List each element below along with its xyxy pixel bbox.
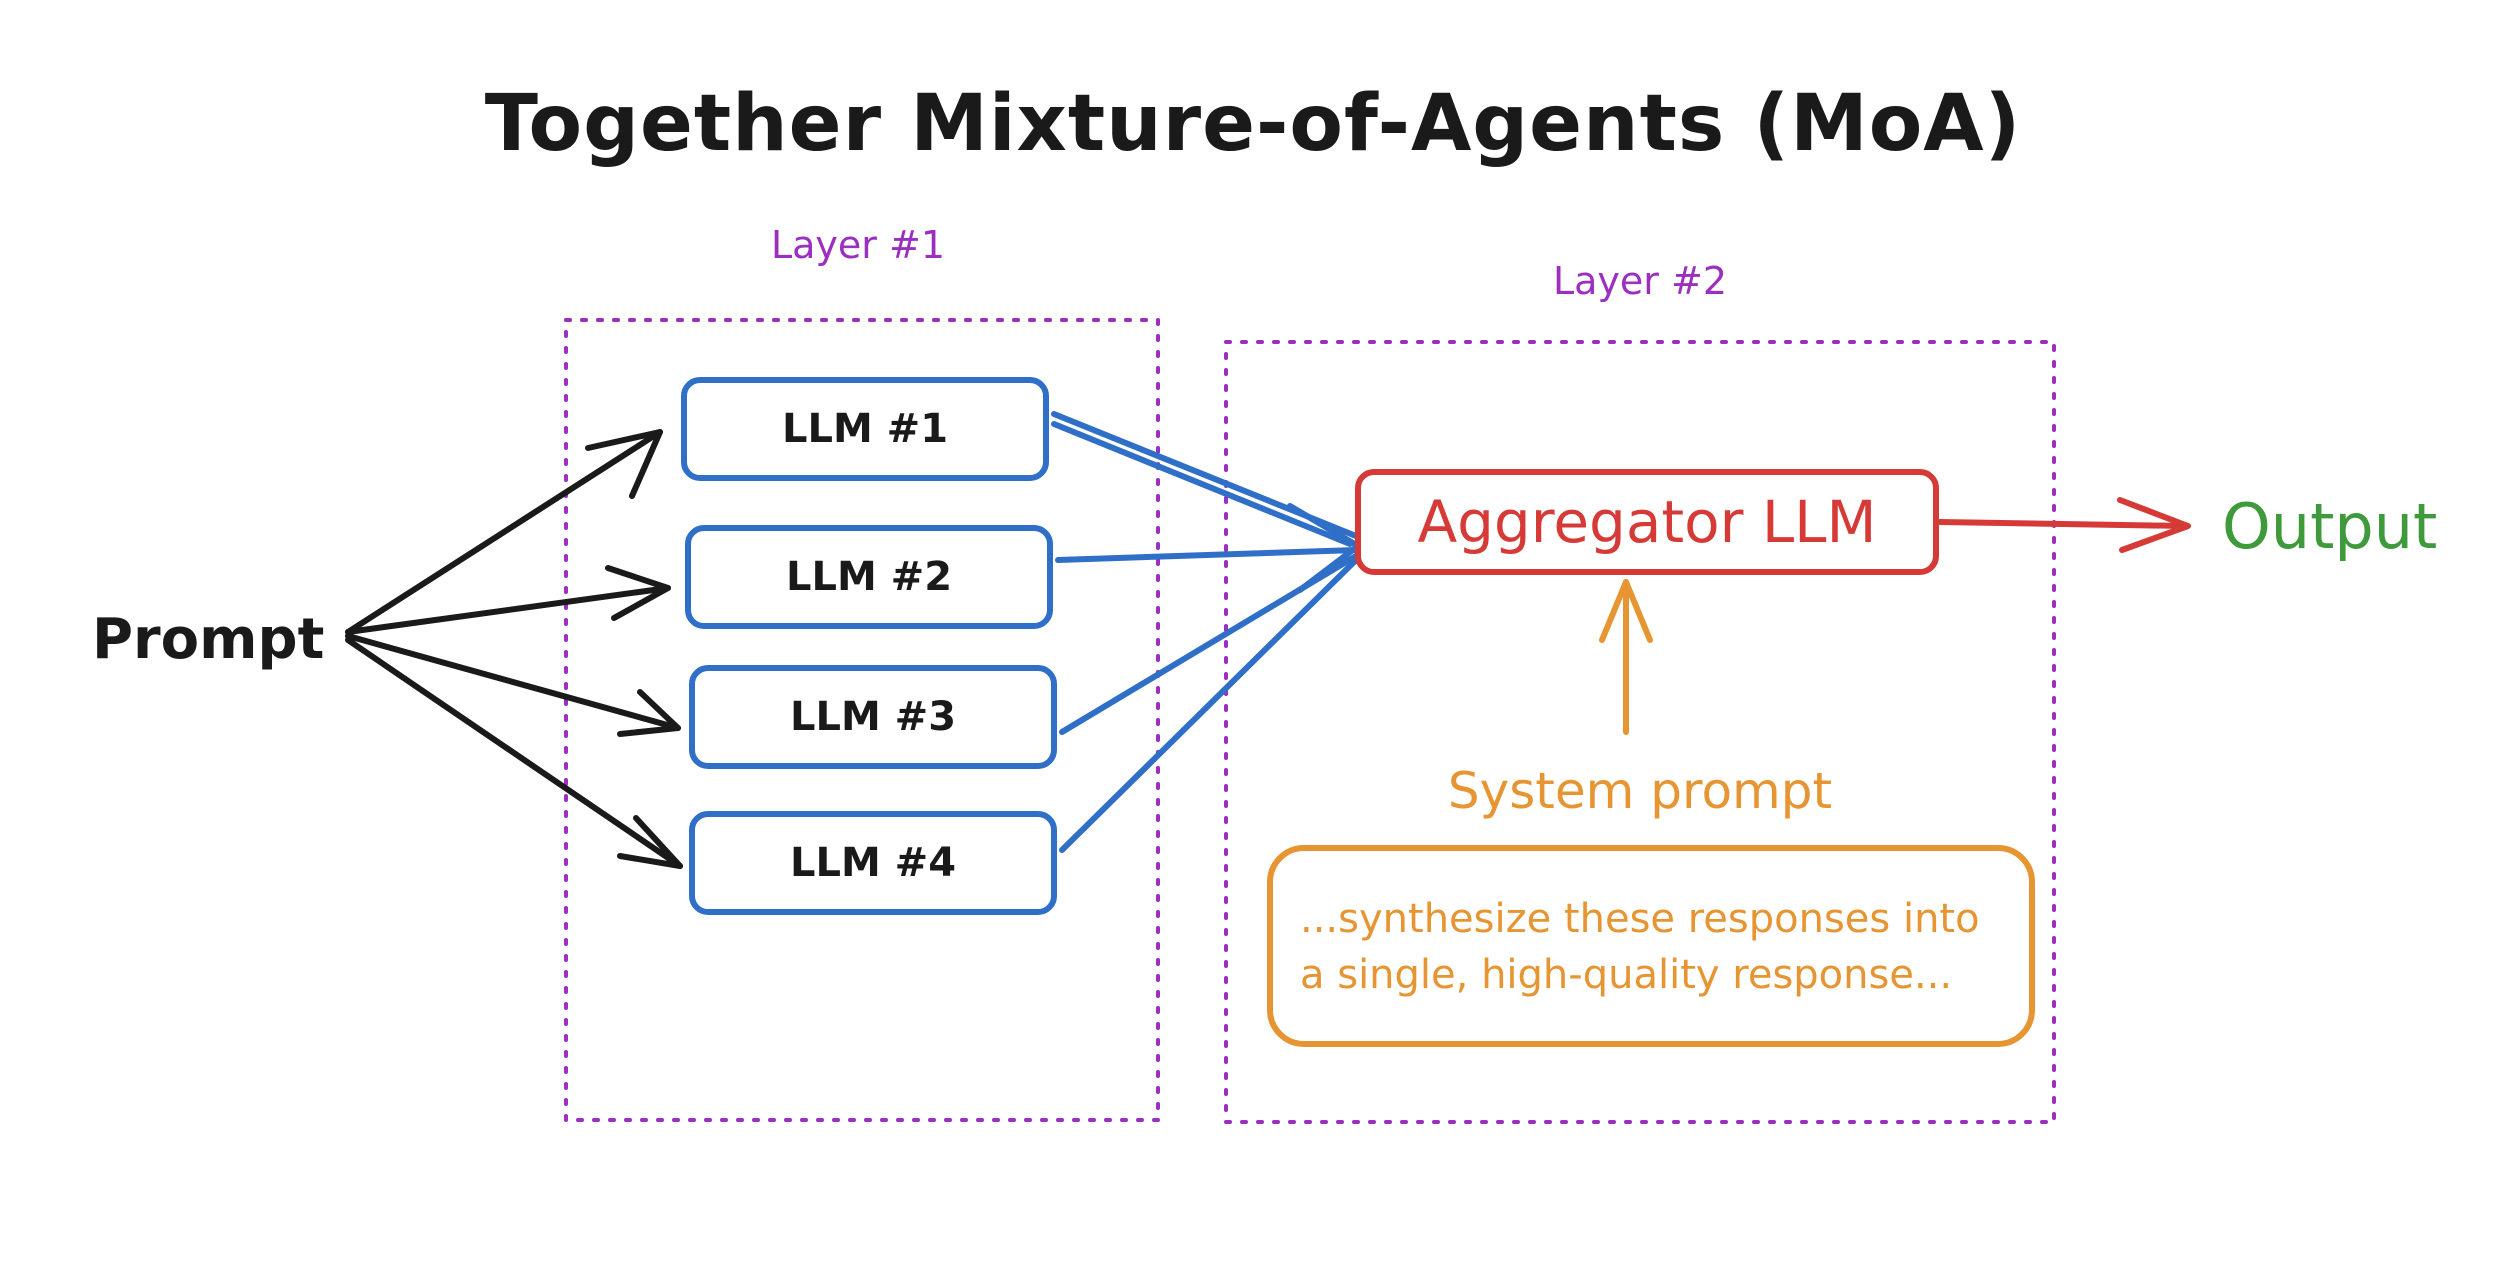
output-label: Output bbox=[2222, 490, 2437, 563]
llm-2-label: LLM #2 bbox=[786, 554, 952, 600]
system-prompt-box: ...synthesize these responses into a sin… bbox=[1267, 845, 2035, 1047]
prompt-label: Prompt bbox=[92, 607, 324, 672]
llm-4-label: LLM #4 bbox=[790, 840, 956, 886]
prompt-to-llm4-arrow bbox=[345, 637, 683, 869]
llm1-to-aggregator-arrow bbox=[1051, 411, 1359, 547]
llm2-to-aggregator-arrow bbox=[1055, 547, 1359, 563]
layer-1-container bbox=[564, 318, 1160, 1122]
prompt-arrows bbox=[345, 429, 683, 869]
prompt-to-llm1-arrow bbox=[345, 429, 663, 635]
layer-1-label: Layer #1 bbox=[771, 223, 945, 267]
prompt-to-llm2-arrow bbox=[345, 565, 671, 635]
aggregator-label: Aggregator LLM bbox=[1417, 488, 1876, 556]
llm-2-box: LLM #2 bbox=[685, 525, 1053, 629]
prompt-to-llm3-arrow bbox=[345, 633, 681, 737]
aggregator-box: Aggregator LLM bbox=[1355, 469, 1939, 575]
layer-2-label: Layer #2 bbox=[1553, 259, 1727, 303]
llm-1-box: LLM #1 bbox=[681, 377, 1049, 481]
system-prompt-arrow bbox=[1599, 579, 1653, 735]
llm-1-label: LLM #1 bbox=[782, 406, 948, 452]
system-prompt-title: System prompt bbox=[1448, 762, 1832, 820]
aggregator-to-output-arrow bbox=[1937, 497, 2191, 553]
llm-3-label: LLM #3 bbox=[790, 694, 956, 740]
system-prompt-line-1: ...synthesize these responses into bbox=[1300, 896, 1980, 942]
system-prompt-line-2: a single, high-quality response... bbox=[1300, 952, 1952, 998]
layer-2-container bbox=[1224, 340, 2056, 1124]
llm4-to-aggregator-arrow bbox=[1059, 557, 1359, 853]
llm-4-box: LLM #4 bbox=[689, 811, 1057, 915]
diagram-title: Together Mixture-of-Agents (MoA) bbox=[485, 79, 2022, 169]
llm-3-box: LLM #3 bbox=[689, 665, 1057, 769]
llm-to-aggregator-arrows bbox=[1051, 411, 1361, 853]
